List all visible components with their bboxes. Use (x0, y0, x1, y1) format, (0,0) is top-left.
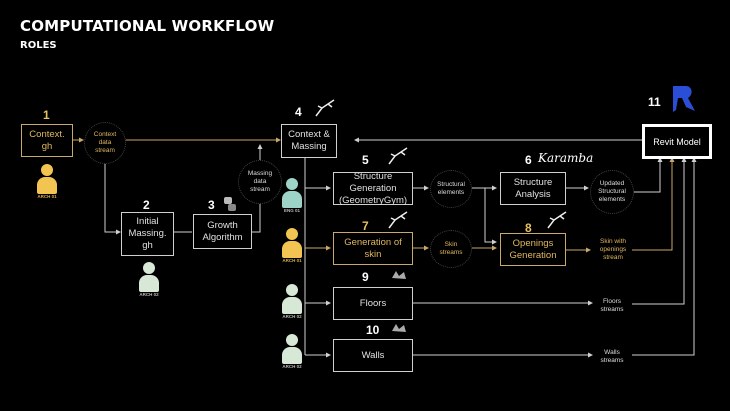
step-number-7: 7 (362, 219, 369, 233)
floors-streams: Floors streams (600, 298, 624, 313)
step-number-4: 4 (295, 105, 302, 119)
updated-structural-stream: Updated Structural elements (590, 170, 634, 214)
skin-streams: Skin streams (430, 230, 472, 268)
grasshopper-icon (315, 99, 335, 117)
step-number-3: 3 (208, 198, 215, 212)
role-label: ARCH 01 (37, 194, 57, 199)
rhino-icon (392, 271, 406, 279)
role-label: ENG 01 (283, 208, 300, 213)
grasshopper-icon (388, 147, 408, 165)
person-icon-arch02 (139, 262, 159, 292)
step-box-growth-algorithm[interactable]: Growth Algorithm (193, 214, 252, 249)
step-box-generation-of-skin[interactable]: Generation of skin (333, 232, 413, 265)
page-subtitle: ROLES (20, 40, 57, 51)
step-number-5: 5 (362, 153, 369, 167)
step-box-openings-generation[interactable]: Openings Generation (500, 233, 566, 266)
person-icon-eng01 (282, 178, 302, 208)
step-number-8: 8 (525, 221, 532, 235)
step-number-10: 10 (366, 323, 380, 337)
step-number-2: 2 (143, 198, 150, 212)
python-icon (224, 197, 236, 211)
step-box-revit-model[interactable]: Revit Model (642, 124, 712, 159)
massing-data-stream: Massing data stream (238, 160, 282, 204)
step-box-structure-analysis[interactable]: Structure Analysis (500, 172, 566, 205)
role-label: ARCH 02 (282, 314, 302, 319)
rhino-icon (392, 324, 406, 332)
step-number-1: 1 (43, 108, 50, 122)
step-box-initial-massing[interactable]: Initial Massing. gh (121, 212, 174, 256)
person-icon-arch02 (282, 284, 302, 314)
step-box-floors[interactable]: Floors (333, 287, 413, 320)
role-label: ARCH 02 (282, 364, 302, 369)
step-box-structure-generation[interactable]: Structure Generation (GeometryGym) (333, 171, 413, 206)
karamba-logo: Karamba (538, 151, 594, 165)
step-box-walls[interactable]: Walls (333, 339, 413, 372)
step-box-context-gh[interactable]: Context. gh (21, 124, 73, 157)
step-number-9: 9 (362, 270, 369, 284)
revit-icon (673, 86, 695, 112)
context-data-stream: Context data stream (84, 122, 126, 164)
role-label: ARCH 01 (282, 258, 302, 263)
walls-streams: Walls streams (600, 349, 624, 364)
step-number-6: 6 (525, 153, 532, 167)
structural-elements-stream: Structural elements (430, 170, 472, 208)
role-label: ARCH 02 (139, 292, 159, 297)
person-icon-arch01 (282, 228, 302, 258)
page-title: COMPUTATIONAL WORKFLOW (20, 17, 275, 35)
person-icon-arch02 (282, 334, 302, 364)
skin-openings-stream: Skin with openings stream (599, 238, 627, 261)
step-number-11: 11 (648, 95, 661, 109)
step-box-context-massing[interactable]: Context & Massing (281, 124, 337, 158)
grasshopper-icon (388, 211, 408, 229)
grasshopper-icon (547, 211, 567, 229)
person-icon-arch01 (37, 164, 57, 194)
